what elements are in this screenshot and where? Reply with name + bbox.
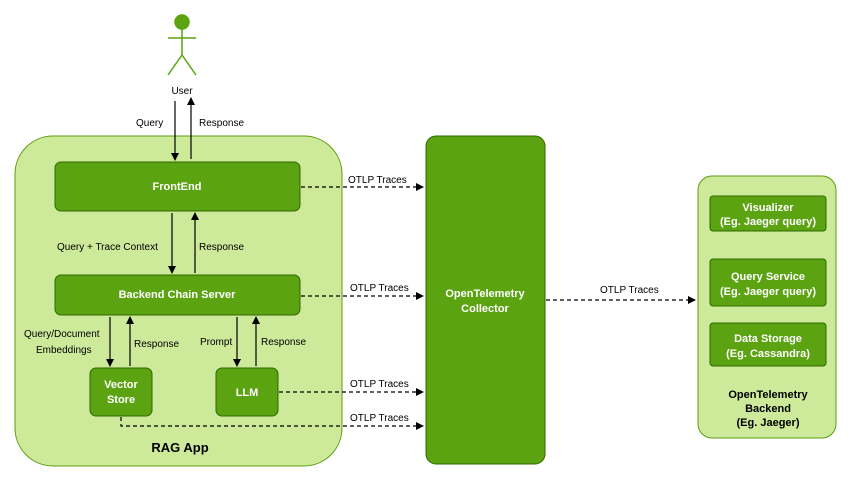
data-storage-box[interactable]	[709, 322, 827, 367]
frontend-box[interactable]	[54, 161, 301, 212]
visualizer-box[interactable]	[709, 195, 827, 232]
response-vector-edge-label: Response	[134, 339, 179, 350]
otlp-vector-arrow	[120, 417, 424, 430]
visualizer-label-line2: (Eg. Jaeger query)	[720, 216, 816, 228]
otel-backend-container	[697, 175, 837, 439]
backend-chain-server-box[interactable]	[54, 274, 301, 316]
frontend-label: FrontEnd	[153, 181, 202, 193]
otlp-backend-edge-label: OTLP Traces	[350, 283, 409, 294]
visualizer-label-line1: Visualizer	[742, 202, 794, 214]
query-trace-context-edge-label: Query + Trace Context	[57, 242, 158, 253]
user-actor: User	[167, 14, 197, 97]
vector-store-label-line1: Vector	[104, 379, 138, 391]
data-storage-label-line1: Data Storage	[734, 333, 802, 345]
collector-box[interactable]	[425, 135, 546, 465]
otlp-llm-edge-label: OTLP Traces	[350, 379, 409, 390]
collector-label-line1: OpenTelemetry	[445, 288, 525, 300]
query-service-box[interactable]	[709, 258, 827, 307]
otel-backend-title-line2: Backend	[745, 403, 791, 415]
otlp-collector-edge-label: OTLP Traces	[600, 285, 659, 296]
llm-label: LLM	[236, 387, 259, 399]
query-service-label-line1: Query Service	[731, 271, 805, 283]
response-user-edge-label: Response	[199, 118, 244, 129]
user-label: User	[171, 86, 193, 97]
person-icon	[167, 14, 197, 76]
rag-app-title: RAG App	[151, 440, 208, 455]
query-embeddings-edge-label-line2: Embeddings	[36, 345, 92, 356]
otel-backend-title-line3: (Eg. Jaeger)	[737, 417, 800, 429]
llm-box[interactable]	[215, 367, 279, 417]
collector-label-line2: Collector	[461, 303, 509, 315]
response-llm-edge-label: Response	[261, 337, 306, 348]
data-storage-label-line2: (Eg. Cassandra)	[726, 348, 810, 360]
query-edge-label: Query	[136, 118, 163, 129]
query-service-label-line2: (Eg. Jaeger query)	[720, 286, 816, 298]
otel-backend-title-line1: OpenTelemetry	[728, 389, 808, 401]
vector-store-box[interactable]	[89, 367, 153, 417]
query-embeddings-edge-label-line1: Query/Document	[24, 329, 100, 340]
response-frontend-edge-label: Response	[199, 242, 244, 253]
backend-chain-server-label: Backend Chain Server	[119, 289, 236, 301]
prompt-edge-label: Prompt	[200, 337, 232, 348]
otlp-frontend-edge-label: OTLP Traces	[348, 175, 407, 186]
otlp-vector-edge-label: OTLP Traces	[350, 413, 409, 424]
vector-store-label-line2: Store	[107, 394, 135, 406]
